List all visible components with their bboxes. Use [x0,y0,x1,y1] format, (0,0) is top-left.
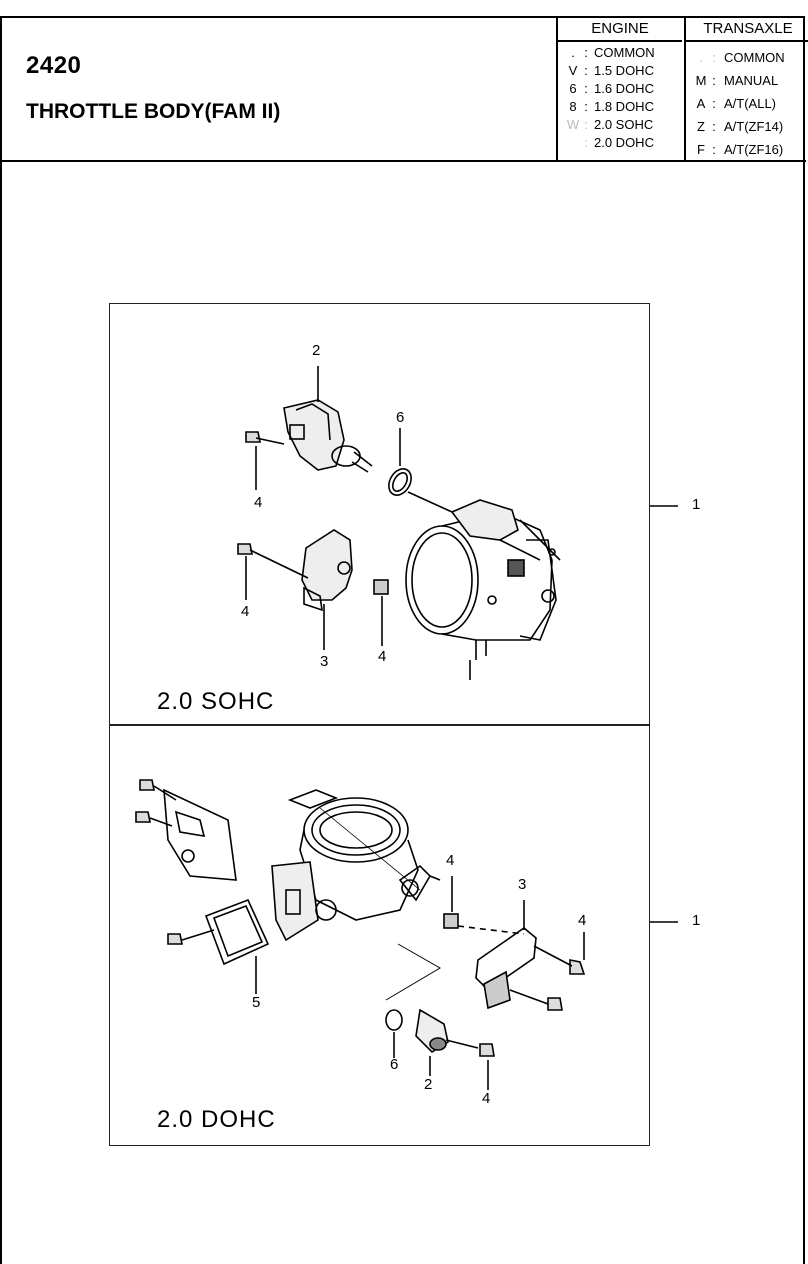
assembly-callout: 1 [692,912,701,929]
bracket-drawing [135,779,237,881]
callout-label: 4 [378,648,387,665]
engine-legend: ENGINE .:COMMON V:1.5 DOHC 6:1.6 DOHC 8:… [558,16,682,161]
bolt-drawing [237,543,309,600]
transaxle-row: M:MANUAL [695,73,779,88]
callout-label: 2 [424,1076,433,1093]
transaxle-legend: TRANSAXLE .:COMMON M:MANUAL A:A/T(ALL) Z… [684,16,808,161]
engine-row: W:2.0 SOHC [566,117,654,132]
header-divider [0,160,806,162]
transaxle-row: .:COMMON [699,50,785,65]
callout-label: 3 [320,653,329,670]
callout-label: 5 [252,994,261,1011]
engine-row: V:1.5 DOHC [568,63,654,78]
throttle-position-sensor-drawing [301,529,353,650]
diagram-divider [109,724,650,726]
bolt-drawing [245,431,285,490]
callout-label: 4 [482,1090,491,1107]
callout-label: 3 [518,876,527,893]
transaxle-row: A:A/T(ALL) [696,96,777,111]
variant-label-sohc: 2.0 SOHC [157,688,275,715]
engine-row: :2.0 DOHC [584,135,654,150]
callout-label: 4 [241,603,250,620]
variant-label-dohc: 2.0 DOHC [157,1106,276,1133]
dohc-iac-valve-drawing [385,943,495,1090]
page-frame [0,16,805,1264]
spacer-drawing [373,579,389,646]
dohc-throttle-body-drawing [271,789,441,942]
engine-row: .:COMMON [571,45,655,60]
engine-row: 8:1.8 DOHC [569,99,654,114]
engine-heading: ENGINE [558,16,682,42]
callout-label: 4 [578,912,587,929]
gasket-drawing [167,898,270,994]
callout-label: 6 [396,409,405,426]
assembly-callout: 1 [692,496,701,513]
callout-label: 4 [446,852,455,869]
transaxle-row: Z:A/T(ZF14) [697,119,784,134]
o-ring-drawing [388,428,453,513]
callout-label: 2 [312,342,321,359]
transaxle-row: F:A/T(ZF16) [697,142,784,157]
callout-label: 6 [390,1056,399,1073]
dohc-tps-drawing [457,900,586,1011]
part-number: 2420 [26,52,82,79]
engine-row: 6:1.6 DOHC [569,81,654,96]
page-title: THROTTLE BODY(FAM II) [26,100,281,123]
idle-air-control-valve-drawing [283,366,373,473]
callout-label: 4 [254,494,263,511]
throttle-body-drawing [405,499,561,680]
dohc-spacer-drawing [443,876,459,929]
code-legend: ENGINE .:COMMON V:1.5 DOHC 6:1.6 DOHC 8:… [556,16,808,161]
transaxle-heading: TRANSAXLE [686,16,808,42]
